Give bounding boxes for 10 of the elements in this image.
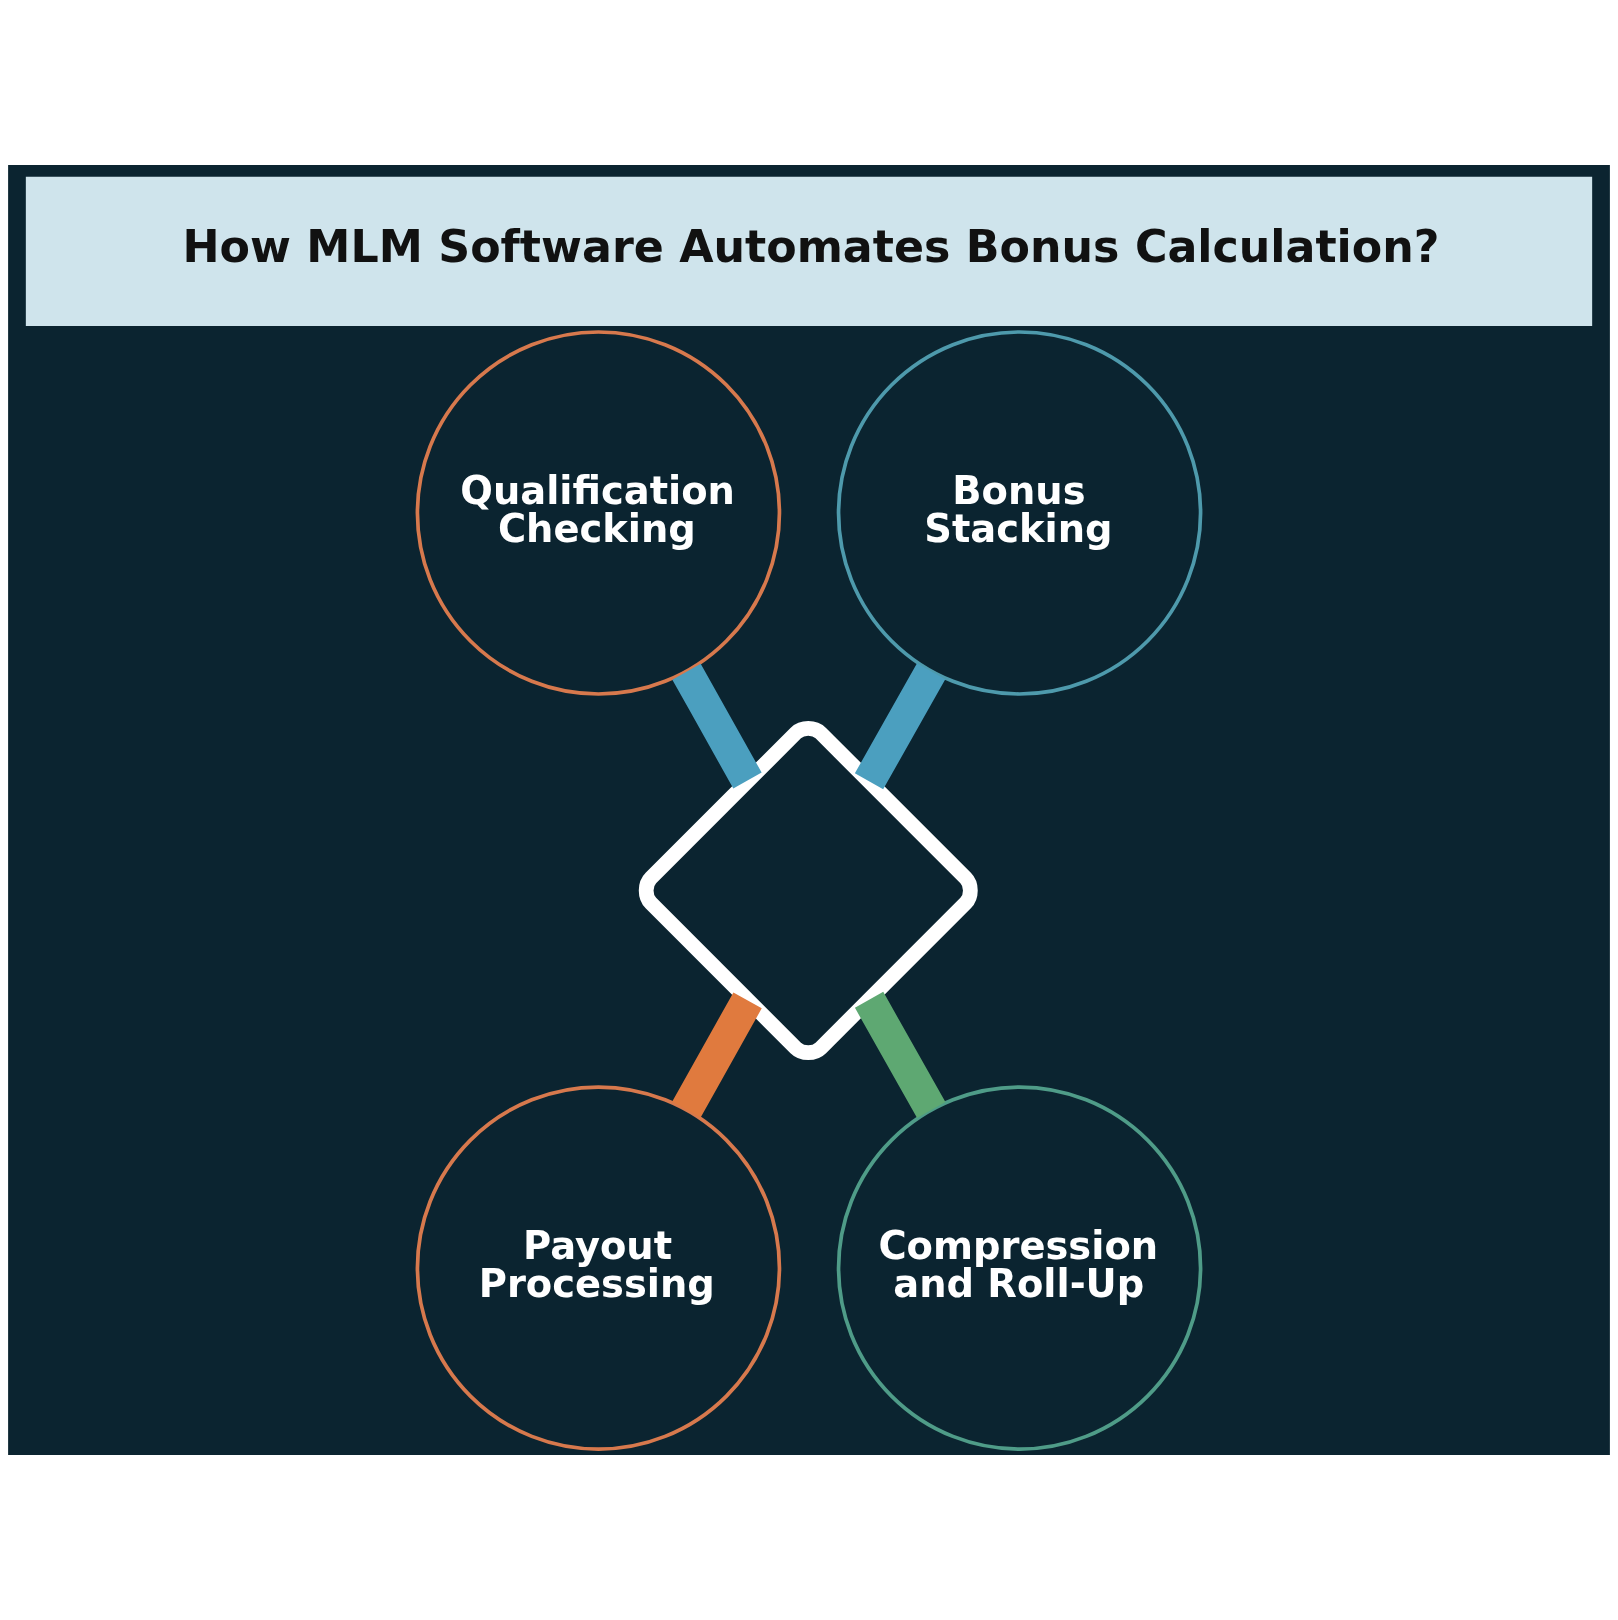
connector [672,992,762,1118]
node-diamond [638,721,978,1061]
node-circle: Qualification Checking [415,330,782,696]
connector [854,991,946,1118]
node-circle: Payout Processing [415,1085,782,1451]
connector [672,663,762,789]
node-circle: Compression and Roll-Up [836,1085,1203,1451]
connector [854,663,946,790]
diagram-title: How MLM Software Automates Bonus Calculation? [182,220,1440,272]
node-circle: Bonus Stacking [836,330,1203,696]
